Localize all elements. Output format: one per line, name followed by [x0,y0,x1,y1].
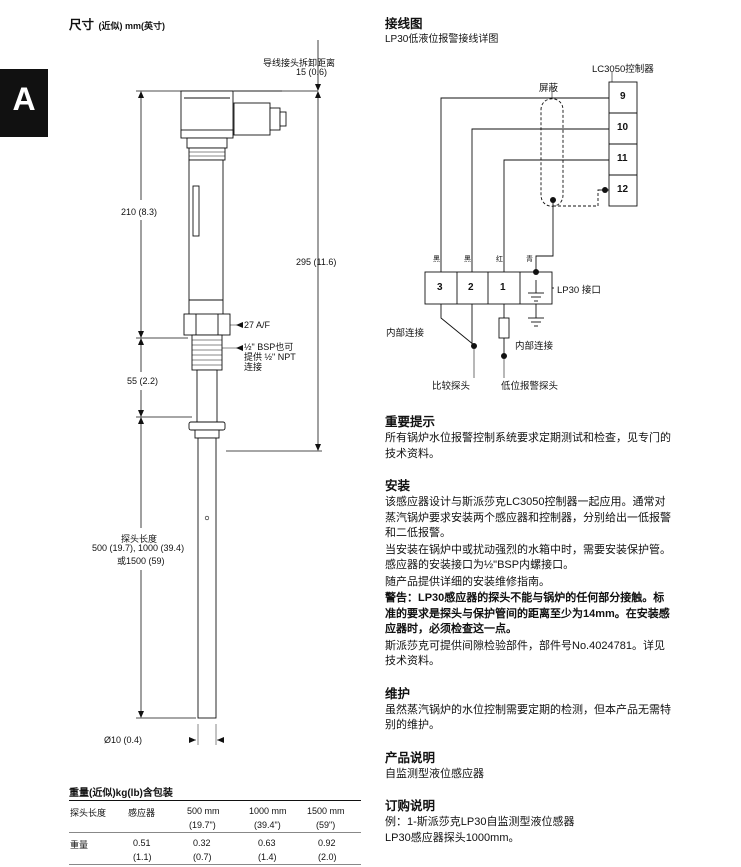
weights-value-1: 0.32 [193,838,211,848]
wiring-shield-label: 屏蔽 [539,83,559,94]
order-line-2: LP30感应器探头1000mm。 [385,831,520,844]
dim-label-clearance-value: 15 (0.6) [296,67,328,77]
weights-header-sub-2: (19.7") [189,820,216,830]
wiring-compare-probe: 比较探头 [432,381,471,392]
dim-label-bsp-3: 连接 [244,362,263,372]
dimension-drawing [136,40,322,745]
dim-label-bsp-1: ½" BSP也可 [244,342,294,352]
section-tab-letter: A [12,81,36,117]
weights-value-sub-2: (1.4) [258,852,277,862]
weights-value-sub-0: (1.1) [133,852,152,862]
weights-value-3: 0.92 [318,838,336,848]
sections: 重要提示 所有锅炉水位报警控制系统要求定期测试和检查，见专门的技术资料。 安装 … [385,411,675,846]
dim-label-clearance: 导线接头拆卸距离 [263,58,336,68]
weights-table-rule-bot [69,864,361,865]
wiring-wire-label-2: 黑 [464,256,471,263]
notice-body: 所有锅炉水位报警控制系统要求定期测试和检查，见专门的技术资料。 [385,432,671,460]
install-p4: 斯派莎克可提供间隙检验部件，部件号No.4024781。详见技术资料。 [385,639,665,668]
dim-label-probe-2: 500 (19.7), 1000 (39.4) [92,543,185,553]
wiring-low-probe: 低位报警探头 [501,381,559,392]
dim-label-210: 210 (8.3) [121,207,158,217]
weights-value-sub-3: (2.0) [318,852,337,862]
wiring-lp30-terminal-2: 2 [468,282,474,293]
wiring-terminal-10: 10 [617,122,629,133]
dim-label-295: 295 (11.6) [296,257,337,267]
wiring-lp30-terminal-3: 3 [437,282,443,293]
dim-label-bsp-2: 提供 ½" NPT [244,352,296,362]
install-p2: 当安装在锅炉中或扰动强烈的水箱中时，需要安装保护管。感应器的安装接口为½"BSP… [385,543,671,572]
weights-header-4: 1500 mm [307,806,345,816]
weights-header-1: 感应器 [128,808,156,818]
weights-value-2: 0.63 [258,838,276,848]
product-title: 产品说明 [385,750,436,765]
dim-label-af: 27 A/F [244,320,271,330]
wiring-terminal-9: 9 [620,91,626,102]
weights-row-label: 重量 [70,840,89,850]
wiring-lp30-terminal-1: 1 [500,282,506,293]
weights-header-sub-3: (39.4") [254,820,281,830]
wiring-wire-label-4: 青 [526,256,533,263]
dimensions-title-main: 尺寸 [69,18,95,32]
weights-header-2: 500 mm [187,806,220,816]
wiring-wire-label-1: 黑 [433,256,440,263]
install-p1: 该感应器设计与斯派莎克LC3050控制器一起应用。通常对蒸汽锅炉要求安装两个感应… [385,496,671,539]
notice-title: 重要提示 [385,415,436,429]
dim-label-diameter: Ø10 (0.4) [104,735,143,745]
weights-table-rule-mid [69,832,361,833]
wiring-terminal-11: 11 [617,153,628,164]
wiring-terminal-12: 12 [617,184,629,195]
wiring-diagram [424,72,638,378]
install-warning: 警告：LP30感应器的探头不能与锅炉的任何部分接触。标准的要求是探头与保护管间的… [385,592,670,635]
weights-header-3: 1000 mm [249,806,287,816]
weights-header-0: 探头长度 [70,808,107,818]
wiring-subtitle: LP30低液位报警接线详图 [385,34,499,45]
dimensions-title-suffix: (近似) mm(英寸) [98,21,165,31]
product-body: 自监测型液位感应器 [385,767,484,780]
dim-label-probe-3: 或1500 (59) [117,556,165,566]
section-tab: A [0,69,48,137]
wiring-lp30-label: LP30 接口 [557,285,601,296]
wiring-title: 接线图 [385,17,423,31]
wiring-internal-2: 内部连接 [515,341,554,352]
weights-value-sub-1: (0.7) [193,852,212,862]
wiring-internal-1: 内部连接 [386,328,425,339]
wiring-controller-label: LC3050控制器 [592,64,654,75]
dimensions-title: 尺寸 (近似) mm(英寸) [69,14,165,34]
maintenance-title: 维护 [385,686,411,701]
weights-value-0: 0.51 [133,838,151,848]
dim-label-55: 55 (2.2) [127,376,159,386]
weights-header-sub-4: (59") [316,820,336,830]
install-title: 安装 [385,479,411,493]
order-title: 订购说明 [385,799,436,813]
dim-label-probe-1: 探头长度 [121,534,158,544]
order-line-1: 例：1-斯派莎克LP30自监测型液位感器 [385,816,575,828]
maintenance-body: 虽然蒸汽锅炉的水位控制需要定期的检测，但本产品无需特别的维护。 [385,703,671,732]
weights-table-rule-top [69,800,361,801]
install-p3: 随产品提供详细的安装维修指南。 [385,575,550,588]
wiring-wire-label-3: 红 [496,256,503,263]
weights-title: 重量(近似)kg(lb)含包装 [69,788,173,799]
